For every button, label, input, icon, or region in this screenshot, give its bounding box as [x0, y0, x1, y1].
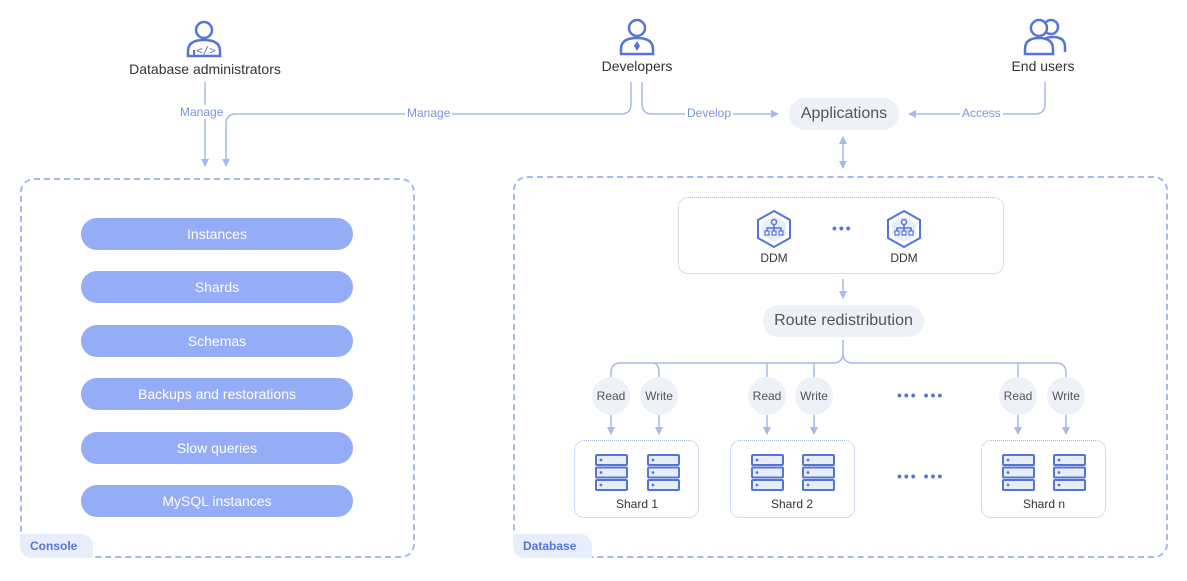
ddm-label: DDM: [890, 251, 918, 265]
developer-user-icon: [619, 18, 655, 56]
shard-box: [574, 440, 699, 518]
svg-text:</>: </>: [196, 44, 216, 57]
server-rack-icon: [647, 454, 680, 491]
console-item-backups: Backups and restorations: [81, 378, 353, 410]
route-redistribution-node: Route redistribution: [763, 305, 924, 337]
console-item-mysql-instances: MySQL instances: [81, 485, 353, 517]
read-node: Read: [999, 377, 1037, 415]
ddm-ellipsis: •••: [832, 220, 853, 236]
console-item-slow-queries: Slow queries: [81, 432, 353, 464]
write-node: Write: [640, 377, 678, 415]
admin-code-user-icon: </>: [186, 20, 222, 58]
database-tag: Database: [513, 534, 593, 558]
edge-label-develop: Develop: [685, 106, 734, 120]
read-node: Read: [592, 377, 630, 415]
edge-route-branches: [610, 340, 1067, 377]
console-item-shards: Shards: [81, 271, 353, 303]
actor-developers-label: Developers: [601, 58, 673, 74]
edge-dev-manage: [222, 82, 632, 167]
shard-box: [730, 440, 855, 518]
write-node: Write: [795, 377, 833, 415]
edge-label-manage-dba: Manage: [178, 105, 226, 119]
ddm-label: DDM: [760, 251, 788, 265]
applications-node: Applications: [789, 98, 899, 130]
server-rack-icon: [595, 454, 628, 491]
ddm-group: [678, 197, 1004, 274]
edge-dev-develop: [641, 82, 779, 118]
server-rack-icon: [802, 454, 835, 491]
server-rack-icon: [751, 454, 784, 491]
actor-end-users-label: End users: [1011, 58, 1075, 74]
user-group-icon: [1023, 18, 1067, 56]
shard-box: [981, 440, 1106, 518]
ddm-hexagon-icon: [887, 209, 921, 249]
console-item-schemas: Schemas: [81, 325, 353, 357]
console-tag: Console: [20, 534, 94, 558]
read-write-ellipsis: ••• •••: [897, 387, 945, 403]
edge-label-access: Access: [960, 106, 1003, 120]
console-panel: Console: [20, 178, 415, 558]
edge-users-access: [908, 82, 1046, 118]
read-node: Read: [748, 377, 786, 415]
server-rack-icon: [1053, 454, 1086, 491]
database-panel: Database: [513, 176, 1168, 558]
actor-dba-label: Database administrators: [129, 61, 281, 77]
write-node: Write: [1047, 377, 1085, 415]
server-rack-icon: [1002, 454, 1035, 491]
shard-ellipsis: ••• •••: [897, 468, 945, 484]
edge-label-manage-dev: Manage: [405, 106, 453, 120]
ddm-hexagon-icon: [757, 209, 791, 249]
console-item-instances: Instances: [81, 218, 353, 250]
shard-label: Shard 1: [615, 497, 659, 511]
shard-label: Shard n: [1022, 497, 1066, 511]
shard-label: Shard 2: [770, 497, 814, 511]
